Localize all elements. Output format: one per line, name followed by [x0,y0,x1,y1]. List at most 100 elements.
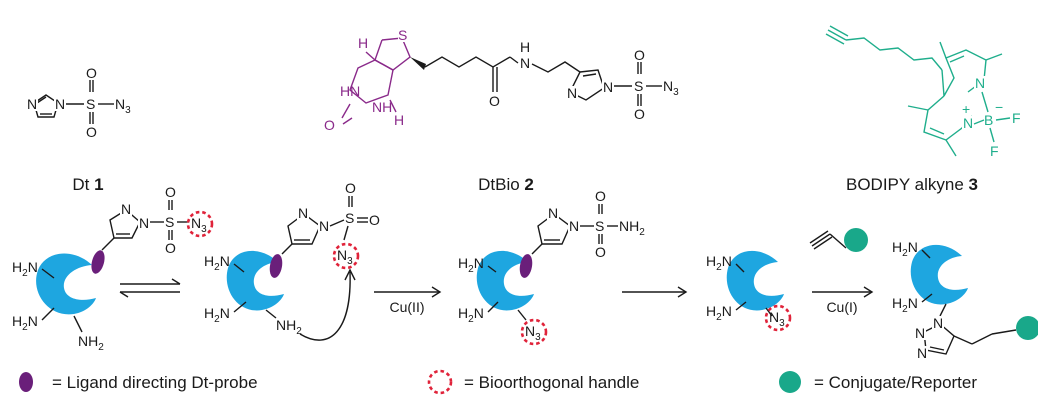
atom-n: N [27,96,37,112]
atom-o: O [369,212,380,228]
stage-triazole-conjugate: H2N H2N N N N [892,239,1038,361]
atom-h2n: H2N [706,253,732,273]
atom-s: S [86,96,95,112]
stage-bound-complex: H2N H2N NH2 N N S O O N3 [204,180,380,341]
reaction-arrow-cu2: Cu(II) [374,286,442,315]
atom-n: N [548,205,558,221]
atom-h2n: H2N [204,305,230,325]
ligand-marker [519,254,533,278]
legend-reporter-label: = Conjugate/Reporter [814,373,977,392]
atom-h: H [394,112,404,128]
legend: = Ligand directing Dt-probe = Bioorthogo… [19,369,977,395]
atom-n: N [121,201,131,217]
atom-s: S [398,27,407,43]
atom-n: N [975,75,985,91]
atom-s: S [634,78,643,94]
azide-handle-marker [520,318,548,346]
compound-dt-structure: N N S O O N3 [26,65,131,140]
atom-h2n: H2N [706,303,732,323]
legend-ligand-icon [19,372,33,392]
azide-handle-marker [332,242,360,270]
boron-charge: − [995,99,1003,115]
atom-h2n: H2N [458,255,484,275]
atom-n3: N3 [769,309,785,329]
atom-s: S [345,210,354,226]
atom-h2n: H2N [204,253,230,273]
atom-n: N [603,79,613,95]
reaction-arrow-cu1: Cu(I) [809,228,874,315]
reporter-marker [1016,316,1038,340]
protein-shape [36,253,96,315]
legend-handle-icon [427,369,453,395]
atom-nh2: NH2 [276,317,302,337]
atom-nh2: NH2 [619,218,645,238]
stage-azide-labeled-protein: H2N H2N N3 [706,250,792,332]
atom-n3: N3 [191,215,207,235]
atom-o: O [165,184,176,200]
atom-o: O [634,106,645,122]
atom-n3: N3 [663,78,679,98]
atom-n: N [933,315,943,331]
atom-s: S [595,218,604,234]
atom-s: S [165,214,174,230]
ligand-marker [269,254,283,278]
compound-dtbio-structure: S HN NH O H H O N H N N S O [324,27,679,133]
compound-bodipy-structure: N B − F F N + [825,25,1021,159]
protein-shape [226,250,284,311]
protein-shape [726,250,784,311]
atom-n: N [963,115,973,131]
atom-o: O [324,117,335,133]
atom-h: H [520,39,530,55]
atom-h2n: H2N [458,305,484,325]
atom-f: F [990,143,999,159]
atom-n: N [569,218,579,234]
atom-nh: NH [372,99,392,115]
atom-o: O [165,240,176,256]
atom-n3: N3 [115,96,131,116]
legend-handle-label: = Bioorthogonal handle [464,373,639,392]
reporter-marker [844,228,868,252]
azide-handle-marker [764,304,792,332]
protein-shape [910,244,968,305]
atom-h2n: H2N [892,295,918,315]
atom-o: O [634,47,645,63]
atom-n: N [917,345,927,361]
stage-transferred-azide: H2N H2N N3 N N S O O NH2 [458,188,645,346]
nitrogen-charge: + [962,101,970,117]
equilibrium-arrows [119,278,181,298]
atom-o: O [595,188,606,204]
reagent-cu2: Cu(II) [390,299,425,315]
atom-h2n: H2N [12,313,38,333]
atom-f: F [1012,110,1021,126]
reagent-cu1: Cu(I) [826,299,857,315]
atom-o: O [595,244,606,260]
legend-reporter-icon [779,371,801,393]
compound-dt-caption: Dt 1 [72,175,103,194]
stage-free-protein-and-probe: H2N H2N NH2 N N S O O N3 [12,184,214,353]
atom-h: H [358,35,368,51]
atom-n: N [298,205,308,221]
atom-n: N [567,85,577,101]
atom-n3: N3 [525,323,541,343]
atom-n: N [915,325,925,341]
atom-n3: N3 [337,247,353,267]
atom-o: O [345,180,356,196]
atom-h2n: H2N [892,239,918,259]
atom-n: N [319,218,329,234]
atom-nh2: NH2 [78,333,104,353]
atom-n: N [139,215,149,231]
atom-b: B [984,112,993,128]
atom-o: O [489,93,500,109]
atom-n: N [55,96,65,112]
compound-bodipy-caption: BODIPY alkyne 3 [846,175,978,194]
compound-dtbio-caption: DtBio 2 [478,175,534,194]
ligand-marker [91,250,105,274]
legend-ligand-label: = Ligand directing Dt-probe [52,373,258,392]
atom-o: O [86,124,97,140]
atom-hn: HN [340,83,360,99]
azide-handle-marker [186,210,214,238]
atom-n: N [520,55,530,71]
atom-o: O [86,65,97,81]
reaction-arrow-dissociation [622,286,688,298]
